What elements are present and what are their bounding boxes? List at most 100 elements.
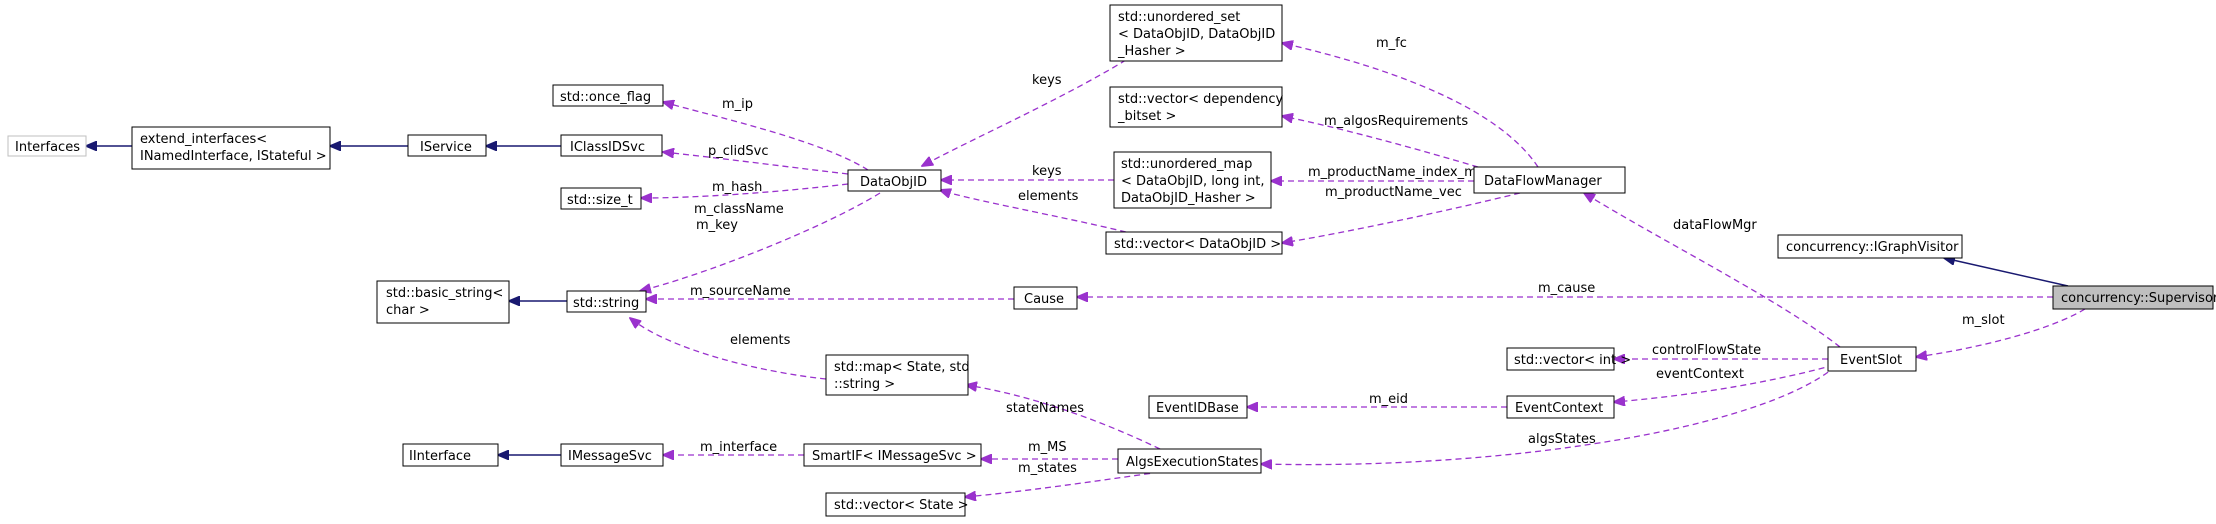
- node-algsexecutionstates[interactable]: AlgsExecutionStates: [1117, 448, 1262, 474]
- node-interfaces[interactable]: Interfaces: [7, 135, 87, 157]
- edge-stdstring-mapstate: [630, 318, 827, 380]
- edge-label-keys-set: keys: [1032, 73, 1062, 88]
- edge-label-m-algosrequirements: m_algosRequirements: [1324, 114, 1468, 129]
- node-vector-state[interactable]: std::vector< State >: [825, 492, 969, 517]
- edge-dataflowmanager-vectordep: [1282, 116, 1479, 168]
- edge-dataobjid-sizet: [641, 183, 849, 198]
- node-size-t[interactable]: std::size_t: [560, 187, 642, 210]
- node-smartif[interactable]: SmartIF< IMessageSvc >: [803, 443, 982, 467]
- edge-dataflowmanager-unorderedset: [1282, 43, 1539, 168]
- svg-text:std::unordered_map: std::unordered_map: [1121, 157, 1252, 172]
- edge-label-statenames: stateNames: [1006, 401, 1084, 416]
- node-once-flag[interactable]: std::once_flag: [552, 84, 664, 107]
- svg-text:IMessageSvc: IMessageSvc: [568, 449, 652, 464]
- edge-label-m-fc: m_fc: [1376, 36, 1407, 51]
- svg-text:_Hasher >: _Hasher >: [1117, 44, 1186, 59]
- svg-text:std::unordered_set: std::unordered_set: [1118, 10, 1240, 25]
- svg-text:_bitset >: _bitset >: [1117, 109, 1176, 124]
- edge-label-controlflowstate: controlFlowState: [1652, 343, 1761, 358]
- svg-text:std::vector< DataObjID >: std::vector< DataObjID >: [1114, 237, 1281, 252]
- edge-label-m-eid: m_eid: [1369, 392, 1408, 407]
- node-iclassidsvc[interactable]: IClassIDSvc: [560, 134, 663, 157]
- svg-text:IClassIDSvc: IClassIDSvc: [570, 140, 645, 155]
- edge-eventcontext-eventslot: [1614, 364, 1835, 402]
- node-iservice[interactable]: IService: [407, 134, 487, 157]
- svg-text:DataObjID: DataObjID: [860, 175, 927, 190]
- svg-text:std::string: std::string: [573, 296, 639, 311]
- svg-text:DataFlowManager: DataFlowManager: [1484, 174, 1602, 189]
- edge-dataobjid-iclassidsvc: [663, 152, 849, 175]
- edge-label-m-hash: m_hash: [712, 180, 762, 195]
- edge-label-m-classname: m_className: [694, 202, 784, 217]
- edge-label-eventcontext: eventContext: [1656, 367, 1744, 382]
- svg-text:Cause: Cause: [1024, 292, 1064, 307]
- node-vector-int[interactable]: std::vector< int >: [1506, 347, 1631, 371]
- node-eventcontext[interactable]: EventContext: [1506, 395, 1615, 419]
- edge-supervisor-to-igraphvisitor: [1944, 258, 2069, 287]
- edge-label-m-productname-vec: m_productName_vec: [1325, 185, 1462, 200]
- svg-text:Interfaces: Interfaces: [15, 140, 80, 155]
- svg-text:DataObjID_Hasher >: DataObjID_Hasher >: [1121, 191, 1256, 206]
- svg-text:std::vector< dependency: std::vector< dependency: [1118, 92, 1284, 107]
- svg-text:char >: char >: [386, 303, 430, 318]
- svg-text:concurrency::IGraphVisitor: concurrency::IGraphVisitor: [1786, 240, 1959, 255]
- node-eventidbase[interactable]: EventIDBase: [1148, 395, 1248, 419]
- edge-label-m-productname-index-map: m_productName_index_map: [1308, 165, 1493, 180]
- node-imessagesvc[interactable]: IMessageSvc: [560, 443, 664, 467]
- svg-text:extend_interfaces<: extend_interfaces<: [140, 132, 267, 147]
- node-unordered-set[interactable]: std::unordered_set < DataObjID, DataObjI…: [1109, 4, 1283, 62]
- edge-stdstring-dataobjid: [640, 192, 881, 291]
- svg-text:< DataObjID, long int,: < DataObjID, long int,: [1121, 174, 1265, 189]
- node-vector-dependency-bitset[interactable]: std::vector< dependency _bitset >: [1109, 86, 1284, 128]
- edge-label-m-key: m_key: [696, 218, 738, 233]
- node-cause[interactable]: Cause: [1013, 286, 1078, 310]
- node-igraphvisitor[interactable]: concurrency::IGraphVisitor: [1777, 234, 1963, 259]
- svg-text:std::map< State, std: std::map< State, std: [834, 360, 970, 375]
- svg-text:concurrency::Supervisor: concurrency::Supervisor: [2061, 291, 2216, 306]
- svg-text:EventSlot: EventSlot: [1840, 353, 1902, 368]
- edge-label-m-interface: m_interface: [700, 440, 777, 455]
- svg-text:IInterface: IInterface: [409, 449, 471, 464]
- node-dataflowmanager[interactable]: DataFlowManager: [1473, 166, 1626, 194]
- edge-label-algsstates: algsStates: [1528, 432, 1596, 447]
- edge-label-m-states: m_states: [1018, 461, 1077, 476]
- svg-text:IService: IService: [420, 140, 472, 155]
- svg-text:SmartIF< IMessageSvc >: SmartIF< IMessageSvc >: [812, 449, 977, 464]
- edge-vectorstate-algsexecutionstates: [965, 471, 1161, 497]
- svg-text:std::basic_string<: std::basic_string<: [386, 286, 503, 301]
- svg-text:< DataObjID, DataObjID: < DataObjID, DataObjID: [1118, 27, 1275, 42]
- edge-label-m-sourcename: m_sourceName: [690, 284, 791, 299]
- node-dataobjid[interactable]: DataObjID: [847, 169, 942, 192]
- node-iinterface[interactable]: IInterface: [402, 443, 499, 467]
- edge-label-m-ip: m_ip: [722, 97, 753, 112]
- node-basic-string[interactable]: std::basic_string< char >: [376, 280, 510, 324]
- edge-label-elements-map: elements: [730, 333, 791, 348]
- svg-text:std::vector< State >: std::vector< State >: [834, 498, 969, 513]
- node-map-state[interactable]: std::map< State, std ::string >: [825, 354, 970, 396]
- edge-unorderedset-dataobjid: [922, 59, 1127, 166]
- edge-label-keys-map: keys: [1032, 164, 1062, 179]
- svg-text:EventContext: EventContext: [1515, 401, 1603, 416]
- edge-dataflowmanager-eventslot: [1584, 193, 1841, 348]
- node-vector-dataobjid[interactable]: std::vector< DataObjID >: [1105, 231, 1283, 255]
- edge-label-elements-vec: elements: [1018, 189, 1079, 204]
- edge-label-m-slot: m_slot: [1962, 313, 2005, 328]
- node-extend-interfaces[interactable]: extend_interfaces< INamedInterface, ISta…: [131, 126, 331, 170]
- edge-vectordataobjid-dataobjid: [940, 190, 1127, 233]
- node-eventslot[interactable]: EventSlot: [1827, 346, 1917, 372]
- svg-text:std::once_flag: std::once_flag: [560, 90, 651, 105]
- svg-text:AlgsExecutionStates: AlgsExecutionStates: [1126, 455, 1259, 470]
- edge-dataobjid-onceflag: [663, 102, 869, 171]
- edge-label-m-ms: m_MS: [1028, 440, 1067, 455]
- node-supervisor[interactable]: concurrency::Supervisor: [2052, 285, 2216, 310]
- edge-eventslot-supervisor: [1916, 308, 2086, 357]
- svg-text:std::size_t: std::size_t: [567, 193, 633, 208]
- node-std-string[interactable]: std::string: [566, 290, 647, 313]
- node-unordered-map[interactable]: std::unordered_map < DataObjID, long int…: [1113, 151, 1272, 209]
- edge-mapstate-algsexecutionstates: [966, 385, 1161, 450]
- svg-text:INamedInterface, IStateful >: INamedInterface, IStateful >: [140, 149, 327, 164]
- svg-text:::string >: ::string >: [834, 377, 895, 392]
- edge-label-m-cause: m_cause: [1538, 281, 1595, 296]
- svg-text:EventIDBase: EventIDBase: [1156, 401, 1239, 416]
